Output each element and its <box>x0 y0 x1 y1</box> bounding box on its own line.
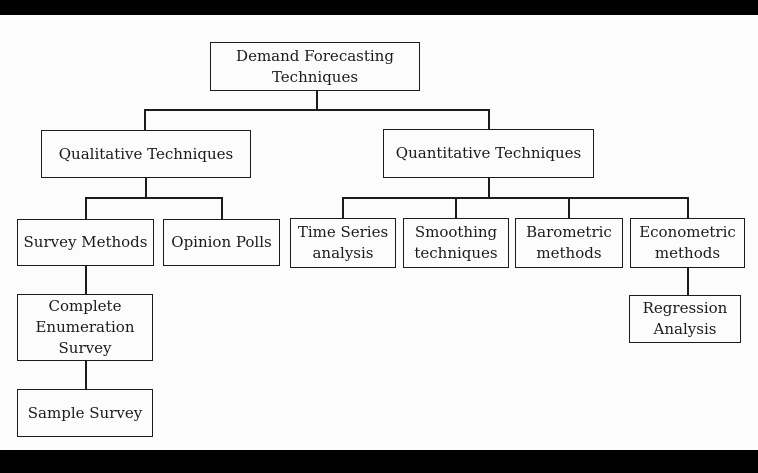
connector-to-barometric <box>568 197 570 218</box>
connector-to-smoothing <box>455 197 457 218</box>
node-qualitative-techniques: Qualitative Techniques <box>41 130 251 178</box>
connector-level1-horizontal <box>144 109 489 111</box>
node-barometric-methods: Barometric methods <box>515 218 623 268</box>
connector-qualitative-stem <box>145 178 147 198</box>
node-smoothing-techniques: Smoothing techniques <box>403 218 509 268</box>
node-sample-survey: Sample Survey <box>17 389 153 437</box>
node-quantitative-techniques: Quantitative Techniques <box>383 129 594 178</box>
node-survey-methods: Survey Methods <box>17 219 154 266</box>
connector-quantitative-horizontal <box>342 197 688 199</box>
letterbox-bottom <box>0 450 758 473</box>
connector-to-quantitative <box>488 109 490 129</box>
connector-qualitative-horizontal <box>85 197 222 199</box>
connector-survey-to-complete <box>85 265 87 294</box>
connector-complete-to-sample <box>85 361 87 389</box>
letterbox-top <box>0 0 758 15</box>
connector-to-opinion-polls <box>221 197 223 219</box>
connector-to-econometric <box>687 197 689 218</box>
node-opinion-polls: Opinion Polls <box>163 219 280 266</box>
connector-to-qualitative <box>144 109 146 130</box>
node-complete-enumeration-survey: Complete Enumeration Survey <box>17 294 153 361</box>
node-demand-forecasting-techniques: Demand Forecasting Techniques <box>210 42 420 91</box>
connector-demand-stem <box>316 91 318 109</box>
connector-econometric-to-regression <box>687 267 689 295</box>
node-time-series-analysis: Time Series analysis <box>290 218 396 268</box>
connector-quantitative-stem <box>488 178 490 198</box>
node-econometric-methods: Econometric methods <box>630 218 745 268</box>
node-regression-analysis: Regression Analysis <box>629 295 741 343</box>
connector-to-survey-methods <box>85 197 87 219</box>
connector-to-time-series <box>342 197 344 218</box>
